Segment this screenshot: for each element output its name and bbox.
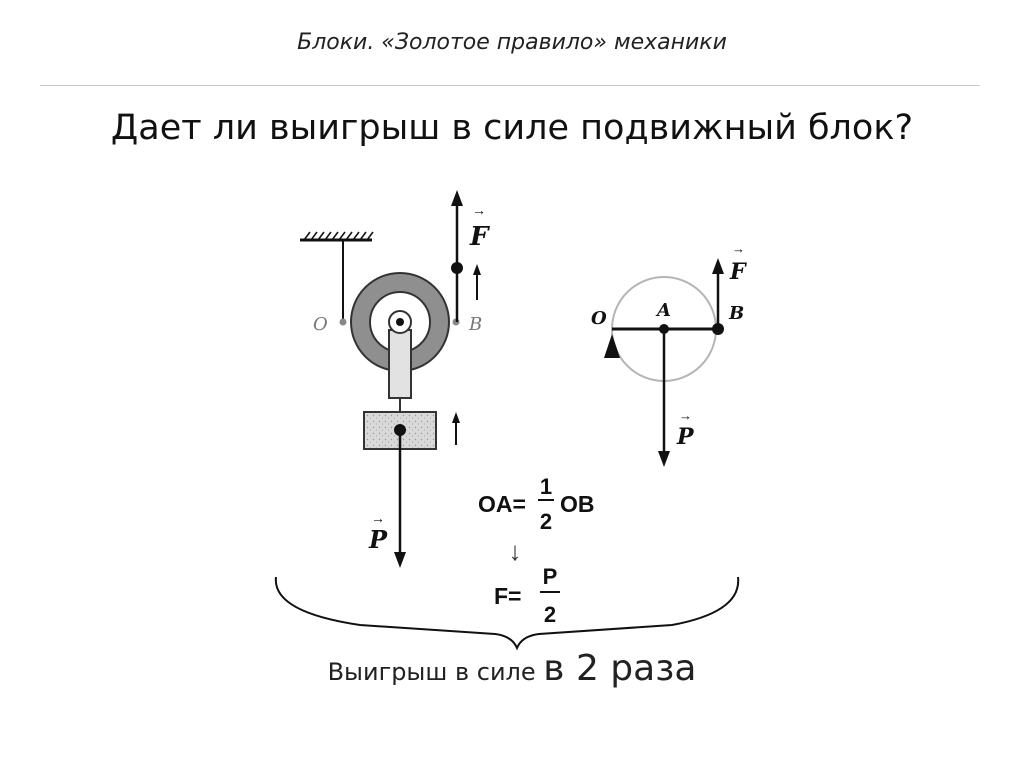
left-pulley-figure: O B F → P → xyxy=(300,190,490,568)
formula-F-lhs: F= xyxy=(494,583,521,609)
caption-emphasis: в 2 раза xyxy=(543,648,697,689)
formula-frac-num: 1 xyxy=(540,474,552,499)
force-F-point xyxy=(451,262,463,274)
label-P-left: P xyxy=(368,525,388,554)
formula-rhs: OB xyxy=(560,491,595,517)
weight-P-right-arrowhead xyxy=(658,451,670,467)
slide-header: Блоки. «Золотое правило» механики xyxy=(297,30,727,55)
pulley-bracket xyxy=(388,329,412,399)
header-divider xyxy=(40,85,980,86)
motion-arrow-load-head xyxy=(452,412,460,423)
label-B-left: B xyxy=(468,314,482,335)
force-F-arrowhead xyxy=(451,190,463,206)
label-O-right: O xyxy=(591,308,607,329)
motion-arrow-rope-head xyxy=(473,264,481,275)
curly-brace xyxy=(274,576,740,651)
implies-arrow: ↓ xyxy=(509,536,522,566)
conclusion-caption: Выигрыш в силе в 2 раза xyxy=(0,648,1024,689)
label-F-left: F xyxy=(469,222,490,252)
formula-block: OA= 1 2 OB ↓ F= P 2 xyxy=(478,474,595,627)
vector-mark-P-left: → xyxy=(371,510,385,526)
right-lever-figure: O A B F → P → xyxy=(591,241,747,467)
force-F-right-arrowhead xyxy=(712,258,724,274)
pulley-axle xyxy=(396,318,404,326)
ceiling-hatching xyxy=(303,231,374,241)
caption-prefix: Выигрыш в силе xyxy=(327,658,544,686)
vector-mark-P-right: → xyxy=(679,408,692,423)
label-O-left: O xyxy=(313,314,328,335)
weight-P-arrowhead-left xyxy=(394,552,406,568)
vector-mark-F-right: → xyxy=(732,241,745,256)
formula-F-num: P xyxy=(543,564,558,589)
pivot-support xyxy=(604,334,620,358)
label-B-right: B xyxy=(728,303,744,324)
formula-frac-den: 2 xyxy=(540,509,552,534)
formula-lhs: OA= xyxy=(478,491,526,517)
formula-F-den: 2 xyxy=(544,602,556,627)
label-P-right: P xyxy=(676,424,695,450)
point-O-left xyxy=(339,318,347,326)
vector-mark-F-left: → xyxy=(472,202,486,218)
slide-title: Дает ли выигрыш в силе подвижный блок? xyxy=(110,108,914,148)
label-F-right: F xyxy=(729,259,747,285)
label-A-right: A xyxy=(655,300,671,321)
